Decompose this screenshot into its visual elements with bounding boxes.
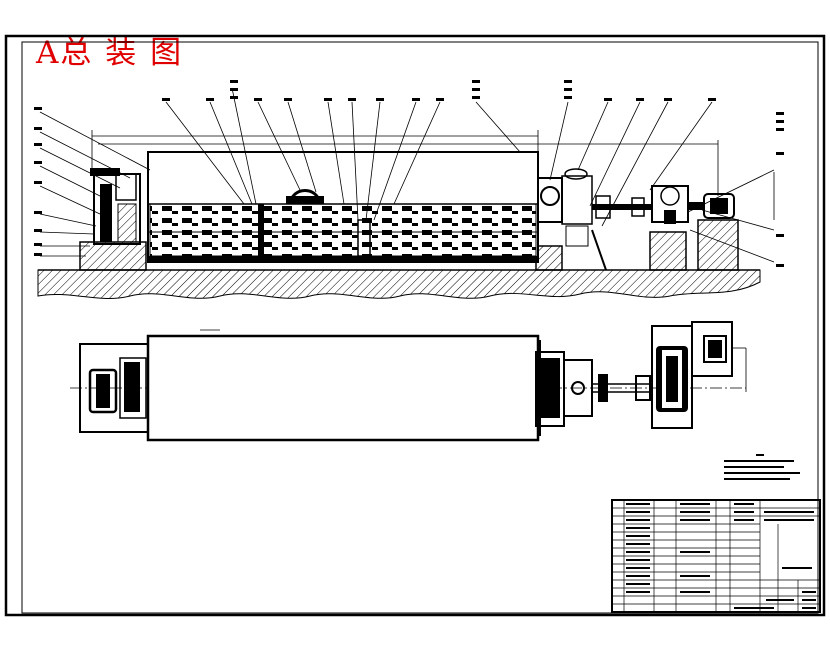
drawing-title: A总 装 图 xyxy=(36,35,184,71)
outer-border xyxy=(4,34,826,617)
left-foundation xyxy=(79,241,147,271)
front-elevation-view xyxy=(34,80,784,299)
right-foundation xyxy=(535,245,563,271)
motor-foundation xyxy=(697,219,739,271)
drum-lining xyxy=(149,203,537,257)
title-block-parts-list xyxy=(611,499,821,613)
drive-shaft xyxy=(592,204,652,210)
plan-view xyxy=(70,321,747,442)
plan-drum xyxy=(146,334,540,442)
inner-border xyxy=(21,41,819,614)
technical-notes xyxy=(724,454,800,480)
motor xyxy=(703,193,735,219)
ground-section xyxy=(37,269,761,299)
gearbox-foundation xyxy=(649,231,687,271)
